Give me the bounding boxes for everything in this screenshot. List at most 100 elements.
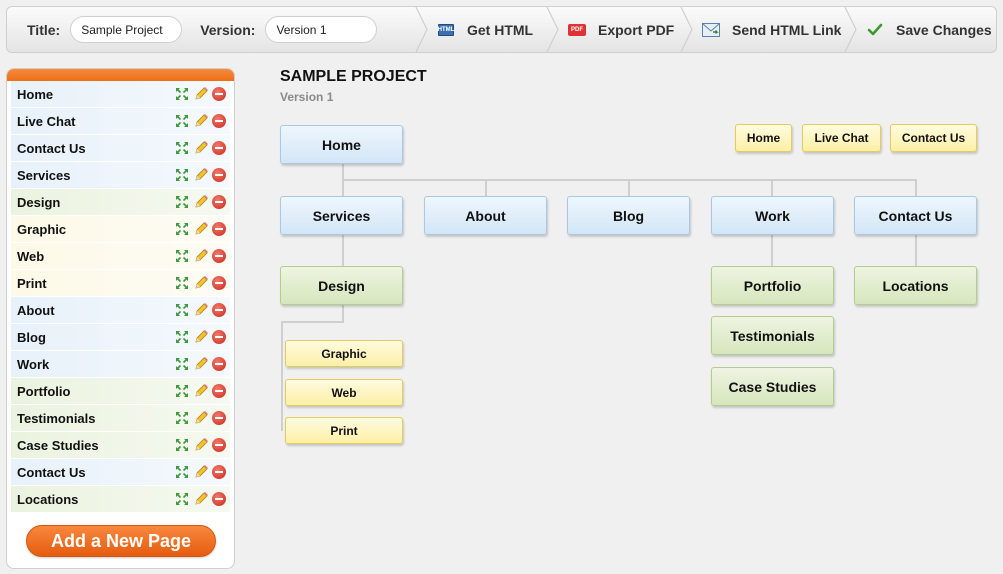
sitemap-node-services[interactable]: Services	[280, 196, 403, 235]
pencil-icon[interactable]	[193, 437, 209, 453]
delete-icon[interactable]	[212, 249, 226, 263]
expand-arrows-icon[interactable]	[174, 194, 190, 210]
chevron-separator-icon	[844, 7, 857, 52]
page-row[interactable]: Case Studies	[11, 432, 230, 459]
page-row[interactable]: About	[11, 297, 230, 324]
expand-arrows-icon[interactable]	[174, 221, 190, 237]
sitemap-node-case-studies[interactable]: Case Studies	[711, 367, 834, 406]
pencil-icon[interactable]	[193, 221, 209, 237]
delete-icon[interactable]	[212, 492, 226, 506]
sitemap-node-testimonials[interactable]: Testimonials	[711, 316, 834, 355]
pencil-icon[interactable]	[193, 302, 209, 318]
sitemap-node-work[interactable]: Work	[711, 196, 834, 235]
page-row-label: Live Chat	[17, 113, 76, 129]
pencil-icon[interactable]	[193, 113, 209, 129]
expand-arrows-icon[interactable]	[174, 464, 190, 480]
expand-arrows-icon[interactable]	[174, 167, 190, 183]
sitemap-node-locations[interactable]: Locations	[854, 266, 977, 305]
export-pdf-button[interactable]: PDF Export PDF	[546, 7, 680, 52]
email-icon	[702, 22, 720, 37]
page-row[interactable]: Graphic	[11, 216, 230, 243]
pencil-icon[interactable]	[193, 491, 209, 507]
connector-line	[915, 235, 917, 267]
delete-icon[interactable]	[212, 168, 226, 182]
pencil-icon[interactable]	[193, 410, 209, 426]
delete-icon[interactable]	[212, 411, 226, 425]
expand-arrows-icon[interactable]	[174, 410, 190, 426]
pencil-icon[interactable]	[193, 167, 209, 183]
pencil-icon[interactable]	[193, 383, 209, 399]
expand-arrows-icon[interactable]	[174, 383, 190, 399]
page-row[interactable]: Design	[11, 189, 230, 216]
chevron-separator-icon	[415, 7, 428, 52]
page-row[interactable]: Contact Us	[11, 135, 230, 162]
utility-node-contact-us[interactable]: Contact Us	[890, 124, 977, 152]
page-row-label: Design	[17, 194, 61, 210]
version-input[interactable]	[265, 16, 378, 43]
expand-arrows-icon[interactable]	[174, 248, 190, 264]
pencil-icon[interactable]	[193, 275, 209, 291]
pencil-icon[interactable]	[193, 86, 209, 102]
checkmark-icon	[866, 23, 884, 37]
sitemap-node-graphic[interactable]: Graphic	[285, 340, 403, 367]
page-row[interactable]: Print	[11, 270, 230, 297]
delete-icon[interactable]	[212, 195, 226, 209]
pencil-icon[interactable]	[193, 464, 209, 480]
pencil-icon[interactable]	[193, 248, 209, 264]
expand-arrows-icon[interactable]	[174, 437, 190, 453]
page-row[interactable]: Home	[11, 81, 230, 108]
send-html-link-button[interactable]: Send HTML Link	[680, 7, 844, 52]
add-new-page-button[interactable]: Add a New Page	[26, 525, 216, 557]
delete-icon[interactable]	[212, 222, 226, 236]
pencil-icon[interactable]	[193, 194, 209, 210]
sitemap-node-contact-us[interactable]: Contact Us	[854, 196, 977, 235]
page-row[interactable]: Portfolio	[11, 378, 230, 405]
page-row[interactable]: Blog	[11, 324, 230, 351]
sitemap-node-portfolio[interactable]: Portfolio	[711, 266, 834, 305]
delete-icon[interactable]	[212, 357, 226, 371]
delete-icon[interactable]	[212, 303, 226, 317]
utility-node-live-chat[interactable]: Live Chat	[802, 124, 881, 152]
delete-icon[interactable]	[212, 330, 226, 344]
row-tools	[174, 437, 226, 453]
get-html-label: Get HTML	[467, 21, 534, 38]
pencil-icon[interactable]	[193, 140, 209, 156]
page-row[interactable]: Contact Us	[11, 459, 230, 486]
expand-arrows-icon[interactable]	[174, 140, 190, 156]
expand-arrows-icon[interactable]	[174, 329, 190, 345]
page-row[interactable]: Live Chat	[11, 108, 230, 135]
page-row[interactable]: Web	[11, 243, 230, 270]
sitemap-node-home[interactable]: Home	[280, 125, 403, 164]
sitemap-node-about[interactable]: About	[424, 196, 547, 235]
sitemap-node-blog[interactable]: Blog	[567, 196, 690, 235]
utility-node-home[interactable]: Home	[735, 124, 792, 152]
delete-icon[interactable]	[212, 276, 226, 290]
page-row[interactable]: Testimonials	[11, 405, 230, 432]
pencil-icon[interactable]	[193, 356, 209, 372]
delete-icon[interactable]	[212, 465, 226, 479]
connector-line	[628, 179, 630, 196]
page-row[interactable]: Locations	[11, 486, 230, 513]
sitemap-node-design[interactable]: Design	[280, 266, 403, 305]
title-input[interactable]	[70, 16, 183, 43]
expand-arrows-icon[interactable]	[174, 113, 190, 129]
pencil-icon[interactable]	[193, 329, 209, 345]
sitemap-node-web[interactable]: Web	[285, 379, 403, 406]
expand-arrows-icon[interactable]	[174, 302, 190, 318]
expand-arrows-icon[interactable]	[174, 356, 190, 372]
title-label: Title:	[27, 21, 61, 38]
delete-icon[interactable]	[212, 114, 226, 128]
delete-icon[interactable]	[212, 384, 226, 398]
page-row[interactable]: Work	[11, 351, 230, 378]
sitemap-node-print[interactable]: Print	[285, 417, 403, 444]
delete-icon[interactable]	[212, 87, 226, 101]
expand-arrows-icon[interactable]	[174, 86, 190, 102]
delete-icon[interactable]	[212, 438, 226, 452]
save-changes-button[interactable]: Save Changes	[844, 7, 1000, 52]
get-html-button[interactable]: HTML Get HTML	[415, 7, 546, 52]
expand-arrows-icon[interactable]	[174, 275, 190, 291]
panel-header-bar	[7, 69, 234, 81]
page-row[interactable]: Services	[11, 162, 230, 189]
expand-arrows-icon[interactable]	[174, 491, 190, 507]
delete-icon[interactable]	[212, 141, 226, 155]
